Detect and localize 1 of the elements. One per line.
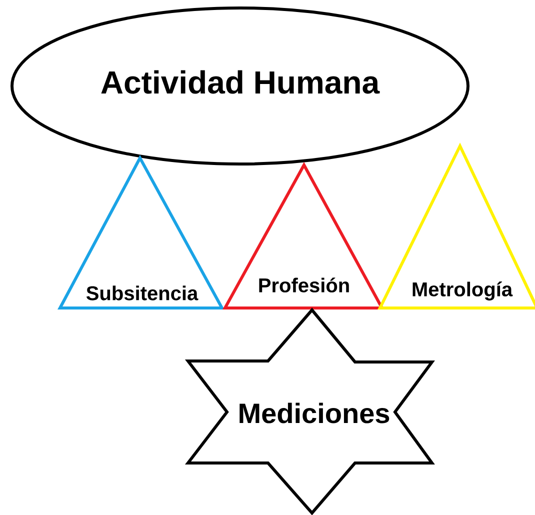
ellipse-node: Actividad Humana xyxy=(10,6,470,166)
